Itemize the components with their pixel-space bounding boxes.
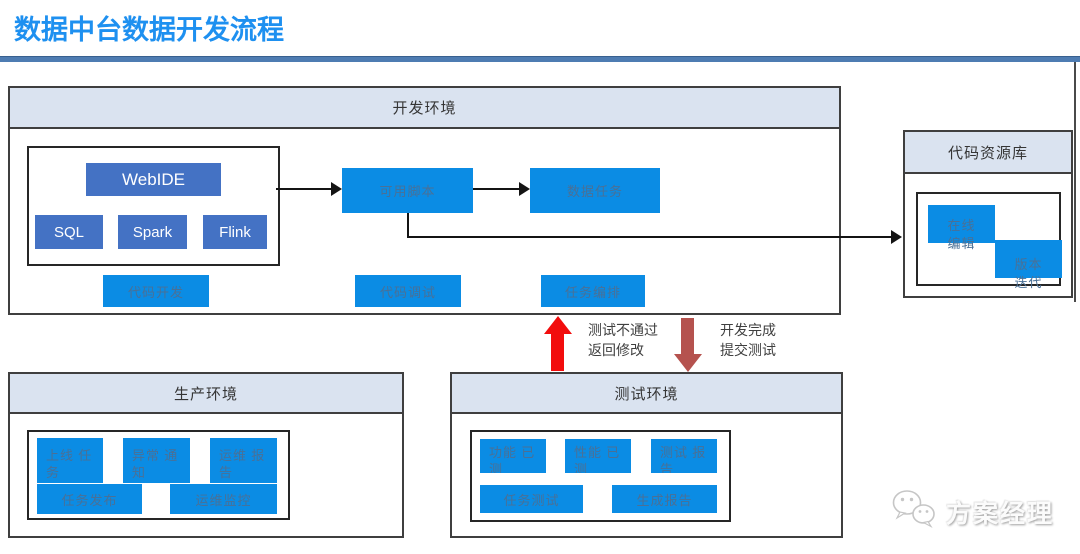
version-line2: 迭代 xyxy=(1014,275,1043,290)
node-exception-notify: 异常 通 知 xyxy=(123,438,190,483)
node-version-iteration-label: 版本 迭代 xyxy=(1014,240,1042,292)
node-task-release: 任务发布 xyxy=(37,484,142,514)
node-test-report: 测试 报 告 xyxy=(651,439,717,473)
fail-arrow-label: 测试不通过 返回修改 xyxy=(588,322,658,362)
exception-line1: 异常 通 xyxy=(132,447,179,463)
wechat-icon xyxy=(890,488,940,535)
fail-label-line1: 测试不通过 xyxy=(588,324,658,339)
online-edit-line2: 编辑 xyxy=(947,236,976,251)
node-ops-monitor-label: 运维监控 xyxy=(195,492,252,508)
panel-test-header: 测试环境 xyxy=(452,374,841,414)
test-report-line2: 告 xyxy=(660,462,675,473)
arrowhead-script xyxy=(331,182,342,196)
node-gen-report-label: 生成报告 xyxy=(636,492,693,508)
node-task-test-label: 任务测试 xyxy=(503,492,560,508)
node-sql: SQL xyxy=(35,215,103,249)
arrowhead-repo xyxy=(891,230,902,244)
panel-dev-header: 开发环境 xyxy=(10,88,839,129)
node-online-task-label: 上线 任 务 xyxy=(37,441,103,481)
node-task-release-label: 任务发布 xyxy=(61,492,118,508)
node-spark: Spark xyxy=(118,215,187,249)
node-perf-tested-label: 性能 已 测 xyxy=(565,439,631,473)
submit-label-line1: 开发完成 xyxy=(720,324,776,339)
connector-script-to-task xyxy=(473,188,520,190)
node-task-test: 任务测试 xyxy=(480,485,583,513)
submit-arrow-head xyxy=(674,354,702,372)
node-webide: WebIDE xyxy=(86,163,221,196)
fail-arrow-shaft xyxy=(551,333,564,371)
submit-label-line2: 提交测试 xyxy=(720,344,776,359)
node-sql-label: SQL xyxy=(53,223,84,241)
node-func-tested: 功能 已 测 xyxy=(480,439,546,473)
node-ops-report-label: 运维 报 告 xyxy=(210,441,277,481)
submit-arrow-label: 开发完成 提交测试 xyxy=(720,322,776,362)
perf-line2: 测 xyxy=(574,462,589,473)
submit-arrow-shaft xyxy=(681,318,694,355)
fail-arrow-head xyxy=(544,316,572,334)
func-line2: 测 xyxy=(489,462,504,473)
panel-repo-header: 代码资源库 xyxy=(905,132,1071,174)
node-online-edit-label: 在线 编辑 xyxy=(947,205,975,253)
func-line1: 功能 已 xyxy=(489,445,536,460)
page-title: 数据中台数据开发流程 xyxy=(14,15,284,45)
node-gen-report: 生成报告 xyxy=(612,485,717,513)
version-line1: 版本 xyxy=(1014,257,1043,272)
node-available-script-label: 可用脚本 xyxy=(379,184,436,199)
node-data-task-label: 数据任务 xyxy=(566,184,623,199)
ops-report-line1: 运维 报 xyxy=(219,447,266,463)
arrowhead-task xyxy=(519,182,530,196)
watermark-text: 方案经理 xyxy=(946,500,1055,528)
node-code-debug: 代码调试 xyxy=(355,275,461,307)
node-test-report-label: 测试 报 告 xyxy=(651,439,717,473)
node-available-script: 可用脚本 xyxy=(342,168,473,213)
node-ops-monitor: 运维监控 xyxy=(170,484,277,514)
panel-test-title: 测试环境 xyxy=(614,386,679,403)
title-divider xyxy=(0,56,1080,62)
connector-webide-to-script xyxy=(276,188,332,190)
node-flink-label: Flink xyxy=(219,223,251,241)
node-data-task: 数据任务 xyxy=(530,168,660,213)
watermark: 方案经理 xyxy=(890,488,1054,535)
exception-line2: 知 xyxy=(132,464,147,480)
fail-label-line2: 返回修改 xyxy=(588,344,644,359)
ops-report-line2: 告 xyxy=(219,464,234,480)
node-exception-notify-label: 异常 通 知 xyxy=(123,441,190,481)
node-webide-label: WebIDE xyxy=(122,169,185,189)
node-perf-tested: 性能 已 测 xyxy=(565,439,631,473)
node-flink: Flink xyxy=(203,215,267,249)
node-code-debug-label: 代码调试 xyxy=(379,284,436,300)
panel-dev-title: 开发环境 xyxy=(392,101,457,117)
panel-prod-title: 生产环境 xyxy=(173,386,238,403)
node-code-dev: 代码开发 xyxy=(103,275,209,307)
node-ops-report: 运维 报 告 xyxy=(210,438,277,483)
panel-repo-title: 代码资源库 xyxy=(947,145,1028,162)
connector-elbow-horizontal xyxy=(407,236,892,238)
node-code-dev-label: 代码开发 xyxy=(127,284,184,300)
node-version-iteration: 版本 迭代 xyxy=(995,240,1062,290)
panel-prod-header: 生产环境 xyxy=(10,374,402,414)
right-edge-line xyxy=(1074,62,1076,302)
online-edit-line1: 在线 xyxy=(947,218,976,233)
connector-elbow-vertical xyxy=(407,213,409,238)
node-online-task: 上线 任 务 xyxy=(37,438,103,483)
test-report-line1: 测试 报 xyxy=(660,445,707,460)
node-task-orchestrate-label: 任务编排 xyxy=(564,284,621,300)
node-online-edit: 在线 编辑 xyxy=(928,205,995,251)
node-func-tested-label: 功能 已 测 xyxy=(480,439,546,473)
online-task-line2: 务 xyxy=(46,464,61,480)
node-task-orchestrate: 任务编排 xyxy=(541,275,645,307)
node-spark-label: Spark xyxy=(132,223,173,241)
perf-line1: 性能 已 xyxy=(574,445,621,460)
online-task-line1: 上线 任 xyxy=(46,447,93,463)
